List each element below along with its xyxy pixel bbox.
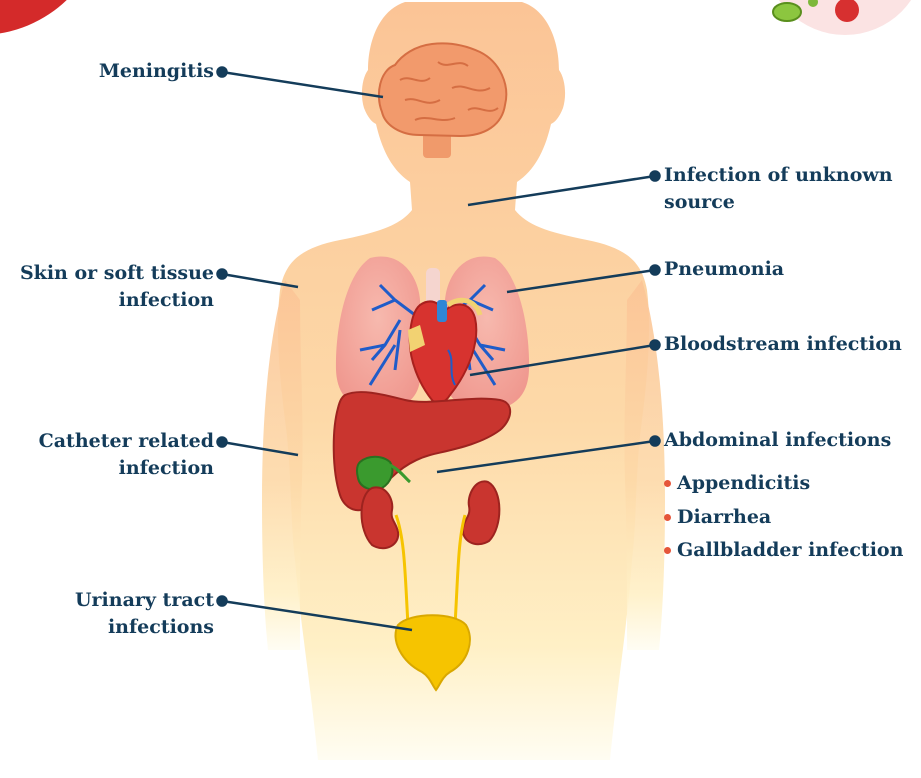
appendicitis-text: Appendicitis [677, 472, 810, 494]
catheter-line2: infection [39, 455, 214, 482]
corner-bacteria-icon [765, 0, 921, 35]
label-bloodstream: Bloodstream infection [664, 331, 902, 358]
abdominal-text: Abdominal infections [664, 429, 891, 451]
abdominal-sub-appendicitis: Appendicitis [664, 470, 810, 496]
unknown-line1: Infection of unknown [664, 162, 893, 189]
gallbladder-infection-text: Gallbladder infection [677, 539, 903, 561]
skin-line2: infection [20, 287, 214, 314]
label-pneumonia: Pneumonia [664, 256, 784, 283]
urinary-line1: Urinary tract [75, 587, 214, 614]
label-skin-soft-tissue: Skin or soft tissue infection [20, 260, 214, 314]
skin-line1: Skin or soft tissue [20, 260, 214, 287]
abdominal-sub-gallbladder: Gallbladder infection [664, 537, 903, 563]
diarrhea-text: Diarrhea [677, 506, 771, 528]
left-arm [262, 280, 303, 650]
label-urinary-tract: Urinary tract infections [75, 587, 214, 641]
pneumonia-text: Pneumonia [664, 258, 784, 280]
bloodstream-text: Bloodstream infection [664, 333, 902, 355]
catheter-line1: Catheter related [39, 428, 214, 455]
abdominal-sub-diarrhea: Diarrhea [664, 504, 771, 530]
label-unknown-source: Infection of unknown source [664, 162, 893, 216]
label-catheter: Catheter related infection [39, 428, 214, 482]
urinary-line2: infections [75, 614, 214, 641]
meningitis-text: Meningitis [99, 60, 214, 82]
label-abdominal: Abdominal infections [664, 427, 891, 454]
label-meningitis: Meningitis [99, 58, 214, 85]
right-arm [624, 280, 665, 650]
corner-circle-icon [0, 0, 105, 35]
unknown-line2: source [664, 189, 893, 216]
